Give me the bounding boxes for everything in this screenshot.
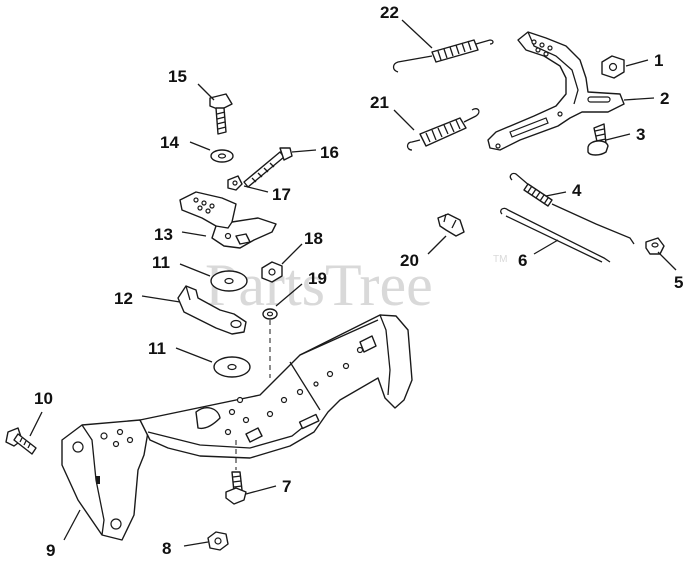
callout-1: 1 — [654, 51, 663, 70]
callout-4: 4 — [572, 181, 582, 200]
callout-labels: 1 2 3 4 5 6 7 8 9 10 11 11 12 13 14 15 1… — [34, 3, 683, 560]
callout-10: 10 — [34, 389, 53, 408]
callout-9: 9 — [46, 541, 55, 560]
callout-19: 19 — [308, 269, 327, 288]
callout-16: 16 — [320, 143, 339, 162]
part-17-nut — [227, 175, 243, 191]
callout-3: 3 — [636, 125, 645, 144]
callout-11-lower: 11 — [148, 339, 166, 358]
callout-15: 15 — [168, 67, 187, 86]
callout-17: 17 — [272, 185, 291, 204]
callout-11-upper: 11 — [152, 253, 170, 272]
part-16-long-bolt — [243, 147, 293, 188]
callout-21: 21 — [370, 93, 389, 112]
part-15-bolt — [209, 93, 233, 135]
part-11-washer-lower — [213, 356, 251, 378]
part-20-clip — [437, 213, 465, 237]
part-18-nut — [261, 261, 283, 283]
part-10-bolt — [5, 427, 37, 455]
callout-5: 5 — [674, 273, 683, 292]
callout-8: 8 — [162, 539, 171, 558]
callout-14: 14 — [160, 133, 179, 152]
part-12-arm — [177, 285, 247, 335]
callout-7: 7 — [282, 477, 291, 496]
part-13-bracket — [179, 191, 277, 249]
callout-20: 20 — [400, 251, 419, 270]
part-2-control-lever — [487, 31, 625, 151]
part-8-nut — [207, 531, 229, 551]
part-7-bolt — [225, 471, 247, 505]
callout-13: 13 — [154, 225, 173, 244]
watermark-trademark: TM — [493, 254, 507, 265]
part-9-side-bracket — [61, 419, 151, 541]
part-5-bushing — [645, 237, 665, 255]
callout-18: 18 — [304, 229, 323, 248]
part-22-spring — [392, 39, 494, 73]
part-6-rod — [500, 207, 611, 263]
callout-6: 6 — [518, 251, 527, 270]
part-21-spring — [406, 108, 480, 151]
callout-22: 22 — [380, 3, 399, 22]
part-14-washer — [210, 149, 234, 163]
part-19-spacer — [262, 308, 278, 320]
leader-lines — [29, 19, 677, 547]
part-11-washer-upper — [210, 270, 248, 292]
callout-12: 12 — [114, 289, 133, 308]
main-mounting-plate — [139, 314, 413, 459]
part-4-spring-link — [509, 172, 635, 245]
callout-2: 2 — [660, 89, 669, 108]
part-1-nut — [601, 55, 625, 79]
part-3-carriage-bolt — [587, 123, 609, 156]
